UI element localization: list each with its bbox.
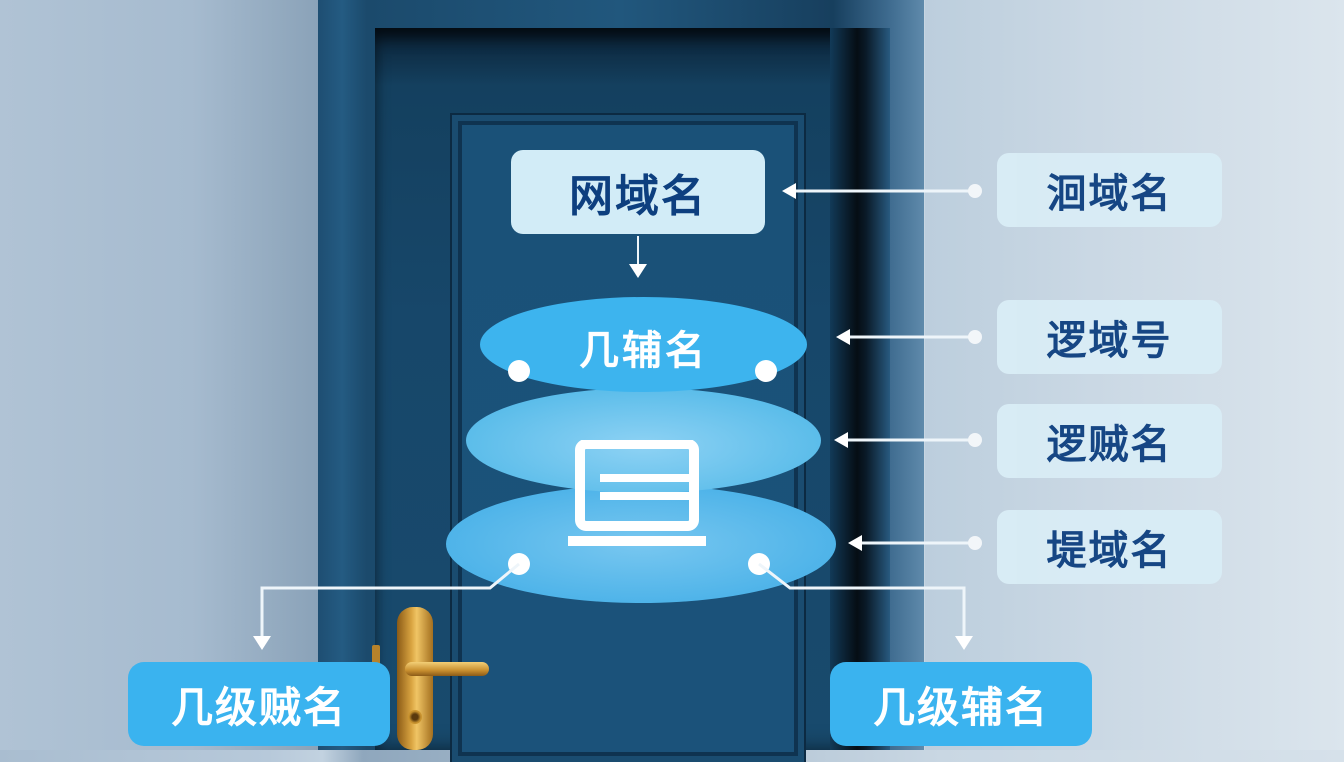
arrow-left-icon [848,535,862,551]
right-domain-box-3: 逻贼名 [997,404,1222,478]
node-dot [508,553,530,575]
layer-ellipse-top [480,297,807,392]
arrow-left-icon [836,329,850,345]
arrow-left-icon [834,432,848,448]
top-domain-box: 网域名 [511,150,765,234]
door-edge-shadow [830,28,890,750]
node-dot [508,360,530,382]
wall-right [925,0,1344,750]
wall-left [0,0,320,750]
arrow-down-icon [629,264,647,278]
bottom-domain-label: 几级辅名 [872,682,1049,732]
connector-line [637,236,639,266]
door-latch [372,645,380,667]
arrow-down-icon [955,636,973,650]
top-ellipse-label: 几辅名 [579,328,708,374]
door-handle-lever [405,662,489,676]
arrow-left-icon [782,183,796,199]
right-domain-label: 逻域号 [1046,318,1173,364]
right-domain-label: 洄域名 [1046,171,1173,217]
right-domain-label: 逻贼名 [1046,422,1173,468]
keyhole-icon [408,710,422,724]
right-domain-box-4: 堤域名 [997,510,1222,584]
node-dot [755,360,777,382]
top-domain-label: 网域名 [569,171,707,222]
bottom-domain-box-right: 几级辅名 [830,662,1092,746]
door-handle-plate [397,607,433,750]
bottom-domain-label: 几级贼名 [170,682,347,732]
bottom-domain-box-left: 几级贼名 [128,662,390,746]
right-domain-box-1: 洄域名 [997,153,1222,227]
monitor-icon [568,440,706,546]
node-dot [748,553,770,575]
arrow-down-icon [253,636,271,650]
right-domain-box-2: 逻域号 [997,300,1222,374]
right-domain-label: 堤域名 [1046,528,1173,574]
